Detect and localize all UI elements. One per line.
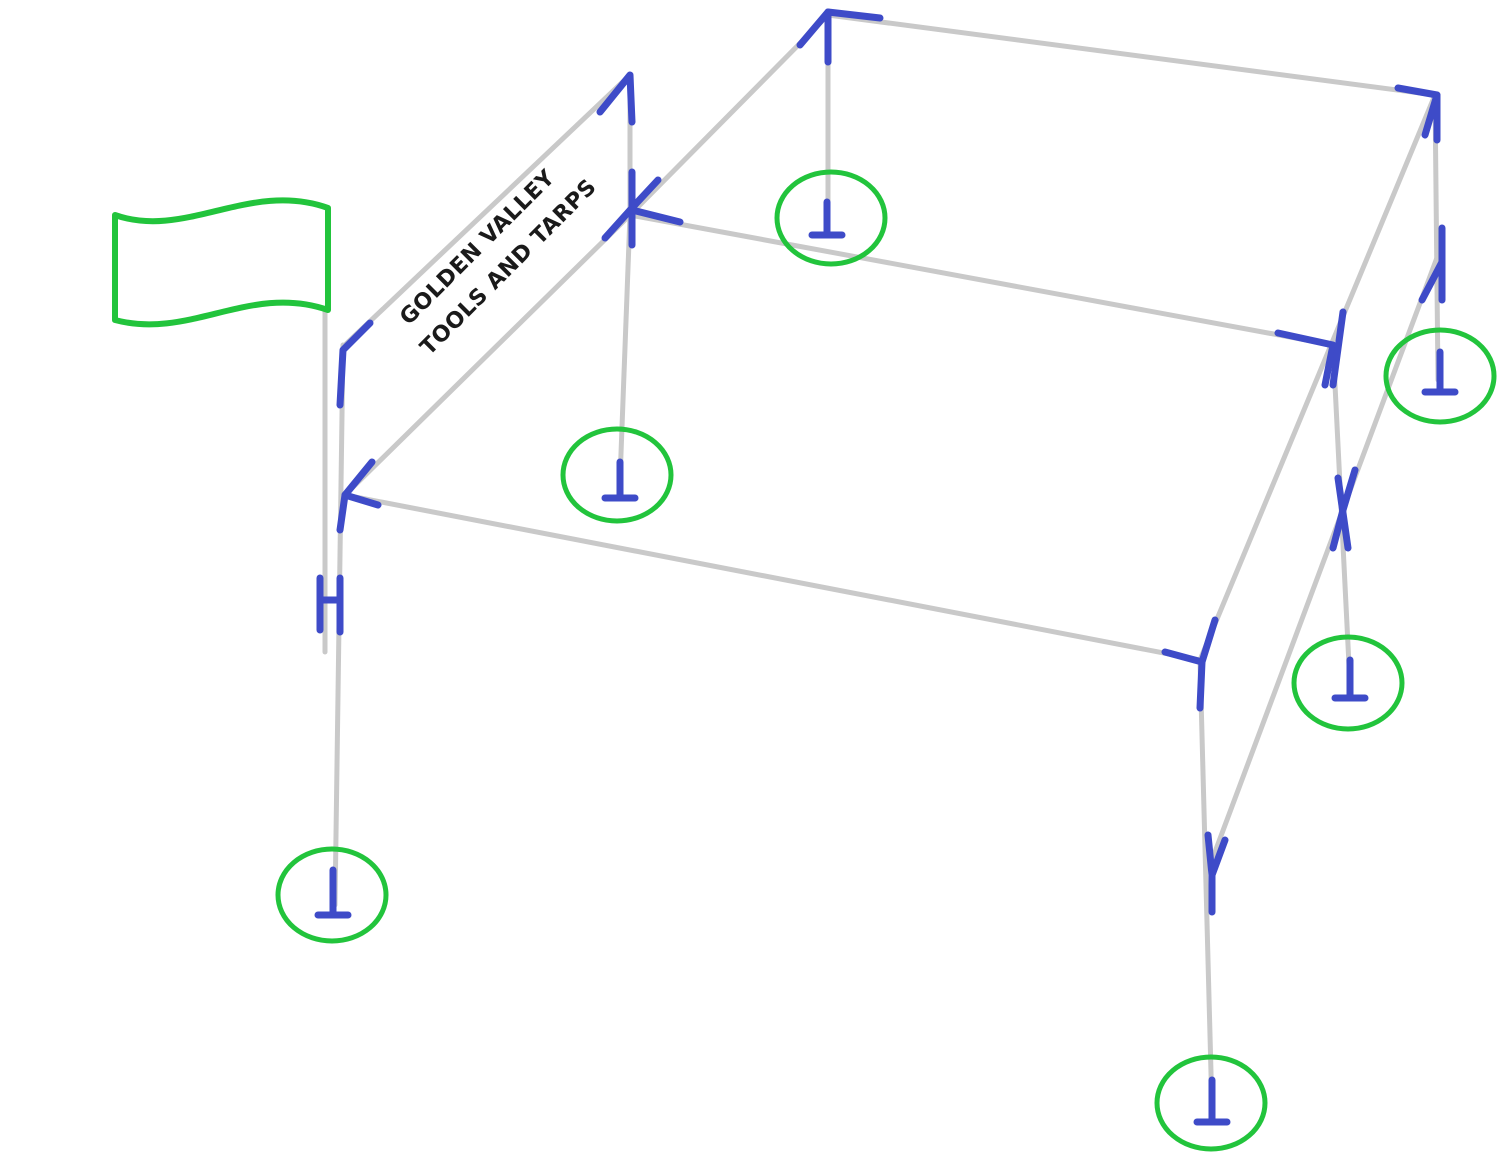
right-lower-rail <box>1209 252 1441 863</box>
flag-pole-clamp <box>316 574 344 636</box>
foot-back-left <box>774 169 888 267</box>
sign-banner: GOLDEN VALLEY TOOLS AND TARPS <box>395 165 602 361</box>
frame-poles <box>322 12 1441 1113</box>
sign-top-left-elbow <box>336 319 374 409</box>
mid-right-corner <box>1274 329 1337 389</box>
back-right-lower-arm <box>1418 258 1446 304</box>
sign-bottom-pole <box>342 212 633 498</box>
foot-front-left <box>275 846 389 944</box>
front-right-corner <box>1161 616 1219 666</box>
mid-left-upright <box>617 212 633 483</box>
flag-icon <box>112 197 331 328</box>
foot-mid-left <box>560 426 674 524</box>
middle-top-rail <box>627 212 1336 348</box>
back-top-rail <box>825 12 1438 98</box>
foot-markers <box>275 169 1497 1152</box>
foot-mid-right <box>1291 634 1405 732</box>
foot-front-right <box>1154 1054 1268 1152</box>
front-right-corner-stem <box>1196 658 1206 712</box>
front-right-upright <box>1197 657 1215 1113</box>
mid-left-k-arm <box>628 206 684 226</box>
right-roof-rail <box>1197 92 1438 663</box>
mid-right-corner-stem <box>1329 308 1347 389</box>
front-top-rail <box>342 492 1203 663</box>
mid-right-cross-stem <box>1334 474 1352 552</box>
frame-fittings <box>316 8 1446 916</box>
front-left-k-arm <box>341 491 382 509</box>
back-right-corner <box>1394 84 1441 139</box>
left-roof-rail <box>627 12 831 218</box>
sign-top-right-elbow <box>596 71 636 126</box>
foot-back-right <box>1383 327 1497 425</box>
sign-top-pole <box>342 72 633 348</box>
